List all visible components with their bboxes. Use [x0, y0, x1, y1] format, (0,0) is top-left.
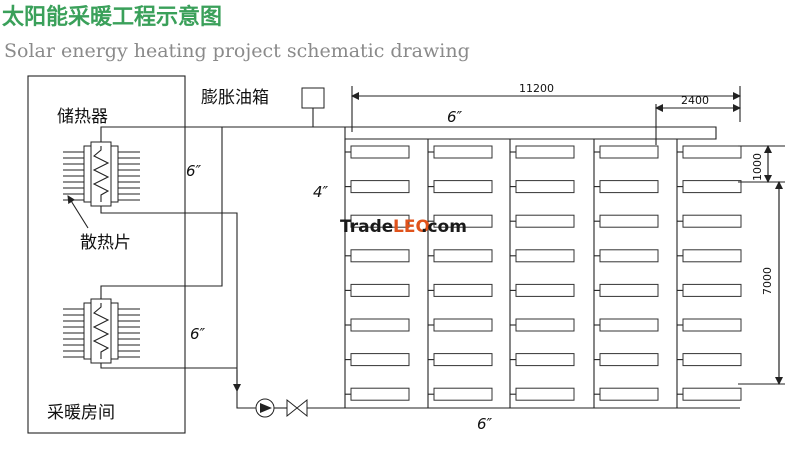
dimension-label-total-height: 7000: [761, 267, 774, 295]
collector-panel: [515, 318, 575, 332]
collector-panel: [350, 145, 410, 159]
collector-panel: [433, 249, 493, 263]
collector-panel: [682, 283, 742, 297]
collector-panel: [433, 318, 493, 332]
collector-panel: [433, 214, 493, 228]
collector-panel: [350, 387, 410, 401]
dimension-label-total-width: 11200: [519, 82, 554, 95]
heating-room-label: 采暖房间: [47, 403, 115, 423]
watermark-part-3: .com: [421, 217, 467, 237]
watermark-part-1: Trade: [340, 217, 393, 237]
dimension-total-width: [351, 86, 741, 132]
title-cn: 太阳能采暖工程示意图: [2, 4, 222, 30]
collector-panel: [599, 249, 659, 263]
collector-panel: [433, 387, 493, 401]
collector-panel: [433, 145, 493, 159]
collector-panel: [433, 353, 493, 367]
collector-columns: [427, 139, 678, 408]
heating-room-box: [27, 75, 186, 434]
collector-panel: [515, 214, 575, 228]
radiator-fins-lower: [63, 308, 140, 358]
watermark-logo: Trade LEO .com: [340, 217, 467, 237]
collector-panel: [599, 145, 659, 159]
storage-unit-upper: [83, 141, 119, 207]
collector-panel: [515, 145, 575, 159]
pipe-size-left-bottom: 6″: [190, 325, 206, 343]
storage-unit-lower: [83, 298, 119, 364]
collector-panel: [350, 180, 410, 194]
collector-panel: [515, 249, 575, 263]
pipe-size-riser: 4″: [313, 183, 329, 201]
collector-array: [344, 126, 740, 409]
collector-panel: [350, 249, 410, 263]
valve-icon: [286, 398, 308, 418]
collector-panel: [515, 283, 575, 297]
collector-panel: [515, 387, 575, 401]
collector-panel: [682, 180, 742, 194]
collector-panel: [350, 214, 410, 228]
collector-panel: [682, 318, 742, 332]
dimension-label-row-spacing: 1000: [751, 153, 764, 181]
collector-panel: [682, 387, 742, 401]
expansion-tank-icon: [301, 87, 325, 109]
collector-panel: [682, 249, 742, 263]
collector-panel: [599, 214, 659, 228]
pump-icon: [255, 398, 275, 418]
collector-panel: [515, 353, 575, 367]
collector-panel: [515, 180, 575, 194]
collector-panel: [599, 283, 659, 297]
collector-panel: [682, 214, 742, 228]
radiator-fins-upper: [63, 151, 140, 201]
pipe-size-left-top: 6″: [186, 162, 202, 180]
expansion-tank-label: 膨胀油箱: [201, 88, 269, 108]
dimension-label-header-extension: 2400: [681, 94, 709, 107]
collector-panel: [433, 283, 493, 297]
pipe-size-top-header: 6″: [447, 108, 463, 126]
collector-panel: [599, 180, 659, 194]
collector-panel: [682, 353, 742, 367]
pipe-size-bottom-header: 6″: [477, 415, 493, 433]
watermark-part-2: LEO: [393, 217, 430, 237]
dimension-header-extension: [655, 104, 741, 145]
collector-panel: [350, 283, 410, 297]
collector-panel: [350, 353, 410, 367]
collector-panel: [599, 387, 659, 401]
collector-panel: [682, 145, 742, 159]
radiator-fins-label: 散热片: [80, 233, 131, 253]
collector-panel: [599, 353, 659, 367]
collector-panels: [345, 145, 742, 401]
title-en: Solar energy heating project schematic d…: [4, 40, 470, 62]
collector-panel: [433, 180, 493, 194]
collector-panel: [599, 318, 659, 332]
collector-panel: [350, 318, 410, 332]
fin-pointer: [67, 195, 89, 229]
storage-label: 储热器: [57, 107, 108, 127]
dimension-total-height: [738, 181, 785, 385]
